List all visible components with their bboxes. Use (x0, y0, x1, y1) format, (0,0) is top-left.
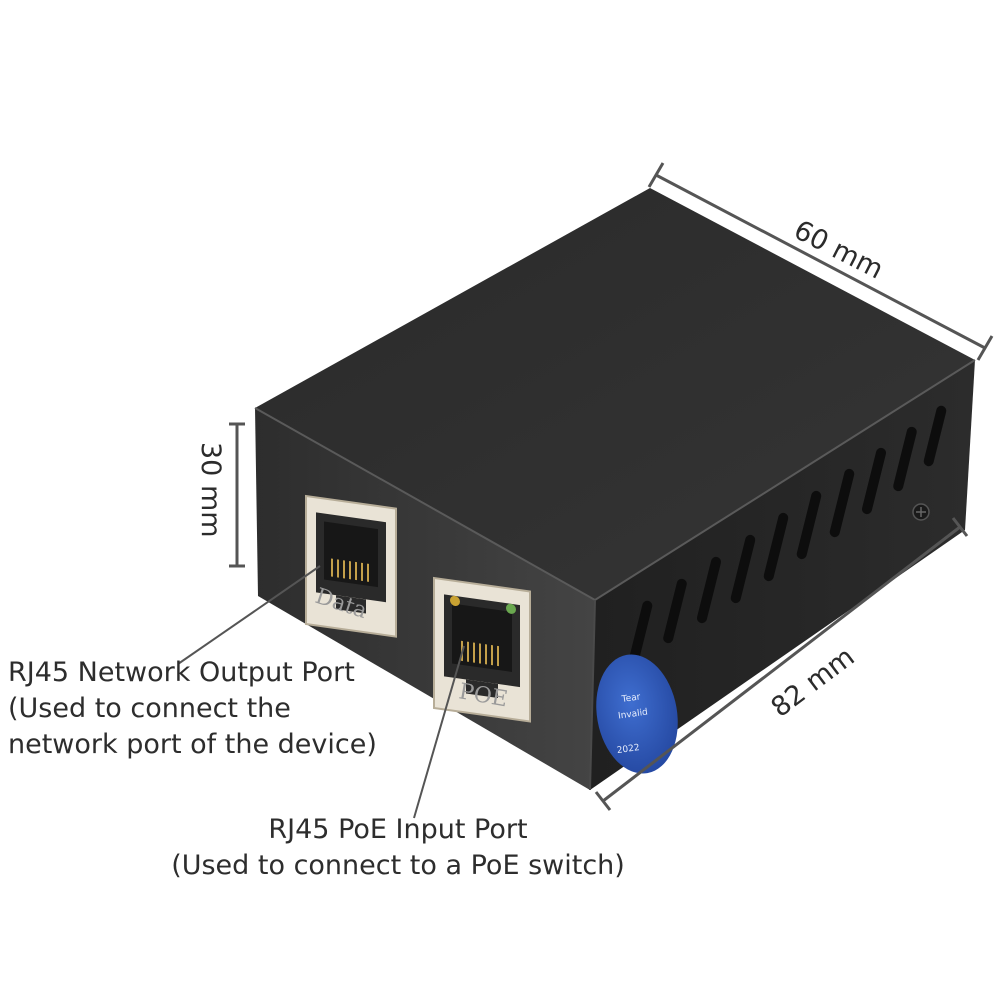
dimension-height-label: 30 mm (195, 442, 226, 538)
data-port-callout-line: (Used to connect the (8, 693, 291, 724)
data-port-leader-line (177, 565, 321, 665)
rj45-data-port (305, 494, 397, 638)
poe-port-callout: RJ45 PoE Input Port (Used to connect to … (0, 812, 796, 884)
data-port-callout-line: network port of the device) (8, 729, 377, 760)
rj45-poe-port (433, 576, 531, 723)
sticker-line-1: Tear (620, 692, 641, 705)
data-port-callout: RJ45 Network Output Port (Used to connec… (8, 655, 377, 763)
housing-top-face (255, 188, 975, 600)
sticker-line-3: 2022 (616, 743, 640, 756)
poe-port-leader-line (413, 645, 465, 819)
dimension-height (229, 422, 245, 568)
sticker-line-2: Invalid (617, 708, 648, 722)
dimension-width (647, 162, 994, 361)
poe-port-callout-line: RJ45 PoE Input Port (268, 814, 528, 845)
poe-port-callout-line: (Used to connect to a PoE switch) (171, 850, 625, 881)
screw-icon (912, 503, 930, 521)
dimension-length (594, 517, 969, 811)
data-port-callout-line: RJ45 Network Output Port (8, 657, 355, 688)
ventilation-slots (629, 405, 947, 662)
warranty-sticker: Tear Invalid 2022 (596, 654, 678, 774)
housing-vertical-edge (589, 599, 596, 791)
